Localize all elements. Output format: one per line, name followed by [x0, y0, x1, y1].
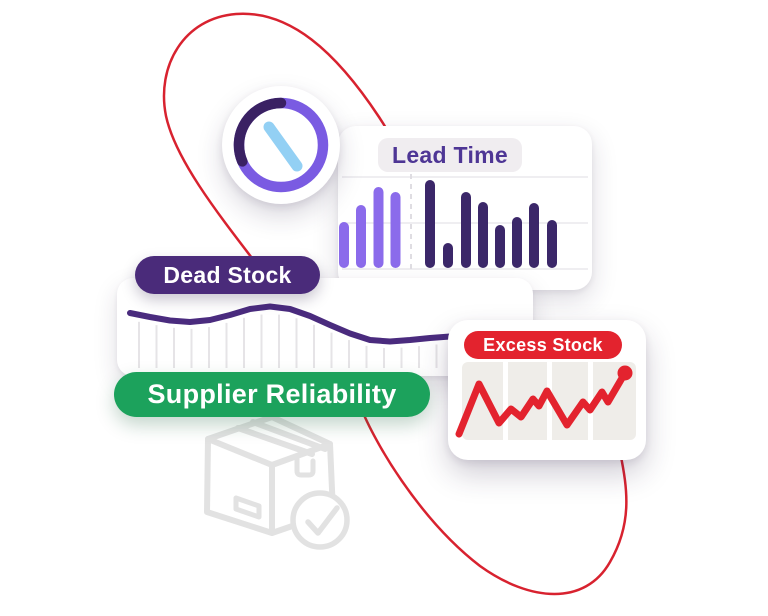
excess-stock-card: Excess Stock — [448, 320, 646, 460]
box-tape-tab — [294, 456, 316, 478]
red-curve-bottom-loop — [356, 398, 628, 596]
timer-hand — [263, 121, 303, 172]
excess-stock-badge: Excess Stock — [464, 331, 622, 359]
dead-stock-label: Dead Stock — [163, 261, 292, 288]
timer-ring-dark-segment — [233, 97, 287, 167]
box-tape-line — [250, 419, 328, 452]
dead-stock-badge: Dead Stock — [135, 256, 320, 294]
panel-divider — [503, 362, 508, 440]
excess-stock-label: Excess Stock — [483, 334, 603, 355]
panel-divider — [588, 362, 593, 440]
timer-icon — [222, 86, 340, 204]
supplier-reliability-badge: Supplier Reliability — [114, 372, 430, 417]
supplier-reliability-label: Supplier Reliability — [147, 379, 397, 409]
timer-icon-graphic — [233, 97, 329, 193]
lead-time-label-tab: Lead Time — [378, 138, 522, 172]
excess-stock-line-chart — [455, 365, 633, 438]
lead-time-card: Lead Time — [338, 126, 592, 290]
check-icon — [290, 490, 350, 550]
lead-time-bars — [339, 180, 557, 268]
box-tape-line — [235, 425, 315, 457]
excess-stock-line — [455, 365, 633, 438]
lead-time-bar-chart — [339, 154, 588, 270]
check-mark — [305, 505, 340, 536]
package-box-icon — [204, 414, 350, 550]
lead-time-label: Lead Time — [391, 141, 509, 168]
box-shipping-label — [233, 495, 262, 520]
